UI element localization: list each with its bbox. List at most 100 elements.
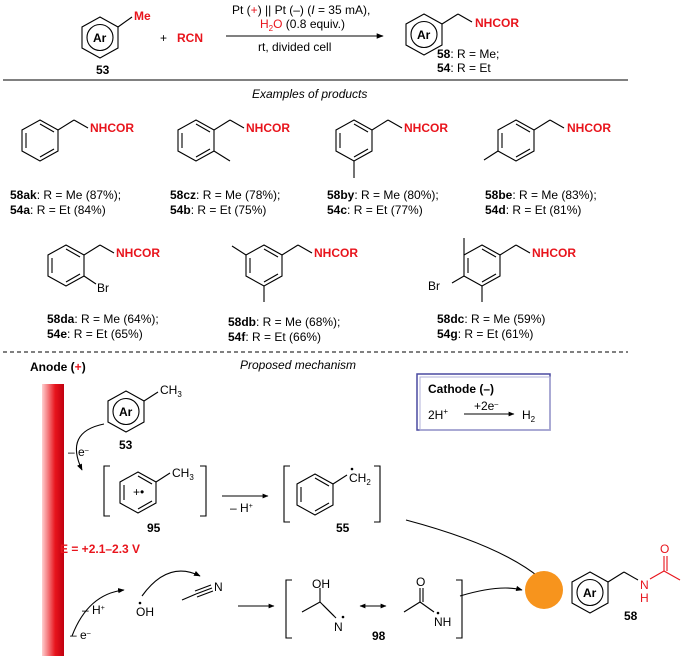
minus-h-label: – H+: [230, 501, 253, 515]
product-line-2: 54: R = Et: [437, 61, 491, 75]
nhcor-label: NHCOR: [90, 121, 134, 135]
cathode-electrons: +2e–: [474, 399, 498, 413]
conditions-line-3: rt, divided cell: [258, 40, 331, 54]
nitrile: N: [181, 580, 223, 601]
svg-text:54e: R = Et (65%): 54e: R = Et (65%): [47, 327, 143, 341]
anode-electrode: [42, 384, 64, 656]
mech-number-98: 98: [372, 629, 386, 643]
reactant-ar-label: Ar: [93, 31, 107, 45]
svg-text:58be: R = Me (83%);: 58be: R = Me (83%);: [485, 188, 597, 202]
svg-text:58cz: R = Me (78%);: 58cz: R = Me (78%);: [170, 188, 280, 202]
minus-e-label: – e–: [68, 445, 89, 459]
product-nhcor-label: NHCOR: [475, 16, 519, 30]
coupling-arrow: [459, 585, 523, 597]
nhcor-label: NHCOR: [532, 246, 576, 260]
ch2-label: CH2: [349, 471, 371, 487]
nhcor-label: NHCOR: [116, 246, 160, 260]
mech-58: Ar N H O 58: [571, 542, 681, 623]
label-58dc: 58dc: R = Me (59%) 54g: R = Et (61%): [437, 312, 545, 341]
oh-label: OH: [136, 605, 154, 619]
water-oxidation-arrow: [71, 588, 125, 637]
product-58-54: NHCOR Ar 58: R = Me; 54: R = Et: [405, 13, 519, 75]
structure-58by: NHCOR: [335, 119, 448, 178]
radical-transfer-arrow: [405, 519, 541, 579]
reactant-me-label: Me: [134, 9, 151, 23]
structure-58cz: NHCOR: [177, 119, 290, 162]
cathode-box: Cathode (–) 2H+ +2e– H2: [416, 373, 551, 431]
product-line-1: 58: R = Me;: [437, 47, 499, 61]
svg-text:58db: R = Me (68%);: 58db: R = Me (68%);: [228, 315, 340, 329]
amide-o-label: O: [416, 575, 425, 589]
product-ar-label: Ar: [417, 28, 431, 42]
label-58ak: 58ak: R = Me (87%); 54a: R = Et (84%): [10, 188, 121, 217]
radical-cation-sign: +•: [133, 485, 144, 499]
nhcor-label: NHCOR: [567, 121, 611, 135]
structure-58be: NHCOR: [483, 119, 611, 162]
imidol-oh-label: OH: [312, 577, 330, 591]
mech-number-55: 55: [336, 521, 350, 535]
mechanism-title: Proposed mechanism: [240, 358, 356, 372]
mech-53: Ar CH3 53: [107, 383, 182, 452]
structure-58da: NHCOR Br: [47, 244, 160, 295]
structure-58db: NHCOR: [231, 244, 358, 302]
mech-number-58: 58: [624, 609, 638, 623]
product-h-label: H: [640, 591, 649, 605]
hydroxyl-radical: OH: [136, 601, 154, 619]
svg-text:54g: R = Et (61%): 54g: R = Et (61%): [437, 327, 533, 341]
label-58be: 58be: R = Me (83%); 54d: R = Et (81%): [485, 188, 597, 217]
nhcor-label: NHCOR: [404, 121, 448, 135]
reactant-53: Ar Me 53: [81, 9, 151, 77]
product-ar-label: Ar: [583, 586, 597, 600]
ch3-label: CH3: [160, 383, 182, 399]
svg-text:54f: R = Et (66%): 54f: R = Et (66%): [228, 330, 321, 344]
mech-number-95: 95: [147, 521, 161, 535]
conditions-line-1: Pt (+) || Pt (–) (I = 35 mA),: [232, 3, 370, 17]
svg-text:54b: R = Et (75%): 54b: R = Et (75%): [170, 203, 266, 217]
radical-attack-arrow: [141, 570, 201, 597]
minus-h2-label: – H+: [82, 603, 105, 617]
reaction-conditions: Pt (+) || Pt (–) (I = 35 mA), H2O (0.8 e…: [226, 3, 384, 54]
reagent-rcn: RCN: [177, 31, 203, 45]
reactant-number: 53: [96, 63, 110, 77]
minus-e2-label: – e–: [70, 628, 91, 642]
label-58db: 58db: R = Me (68%); 54f: R = Et (66%): [228, 315, 340, 344]
cathode-label: Cathode (–): [428, 382, 494, 396]
cathode-proton: 2H+: [428, 407, 448, 422]
potential-label: E = +2.1–2.3 V: [60, 542, 140, 556]
svg-text:58ak: R = Me (87%);: 58ak: R = Me (87%);: [10, 188, 121, 202]
br-label: Br: [97, 281, 109, 295]
product-n-label: N: [640, 578, 649, 592]
svg-text:58by: R = Me (80%);: 58by: R = Me (80%);: [327, 188, 439, 202]
nitrile-n-label: N: [214, 580, 223, 594]
structure-58dc: NHCOR Br: [428, 238, 576, 302]
imine-n-label: N: [334, 620, 343, 634]
mech-55: CH2 55: [283, 465, 381, 535]
cathode-h2: H2: [522, 408, 536, 424]
plus-sign: +: [160, 31, 167, 45]
anode-label: Anode (+): [30, 360, 86, 374]
mech-95: CH3 +• 95: [103, 465, 207, 535]
oxidation-arrow: [75, 423, 105, 471]
amide-nh-label: NH: [434, 615, 451, 629]
product-o-label: O: [660, 542, 669, 556]
ch3-label: CH3: [172, 466, 194, 482]
mech-number-53: 53: [119, 438, 133, 452]
br-label: Br: [428, 279, 440, 293]
conditions-line-2: H2O (0.8 equiv.): [260, 17, 345, 33]
catalyst-circle: [525, 571, 563, 609]
nhcor-label: NHCOR: [314, 246, 358, 260]
nhcor-label: NHCOR: [246, 121, 290, 135]
svg-text:58dc: R = Me (59%): 58dc: R = Me (59%): [437, 312, 545, 326]
label-58by: 58by: R = Me (80%); 54c: R = Et (77%): [327, 188, 439, 217]
svg-text:54d: R = Et (81%): 54d: R = Et (81%): [485, 203, 581, 217]
structure-58ak: NHCOR: [21, 119, 134, 162]
examples-title: Examples of products: [252, 87, 367, 101]
label-58da: 58da: R = Me (64%); 54e: R = Et (65%): [47, 312, 159, 341]
mech-98: OH N O NH 98: [285, 575, 463, 643]
mech-ar-label: Ar: [119, 405, 133, 419]
svg-text:54c: R = Et (77%): 54c: R = Et (77%): [327, 203, 423, 217]
svg-text:58da: R = Me (64%);: 58da: R = Me (64%);: [47, 312, 159, 326]
label-58cz: 58cz: R = Me (78%); 54b: R = Et (75%): [170, 188, 280, 217]
svg-text:54a: R = Et (84%): 54a: R = Et (84%): [10, 203, 106, 217]
